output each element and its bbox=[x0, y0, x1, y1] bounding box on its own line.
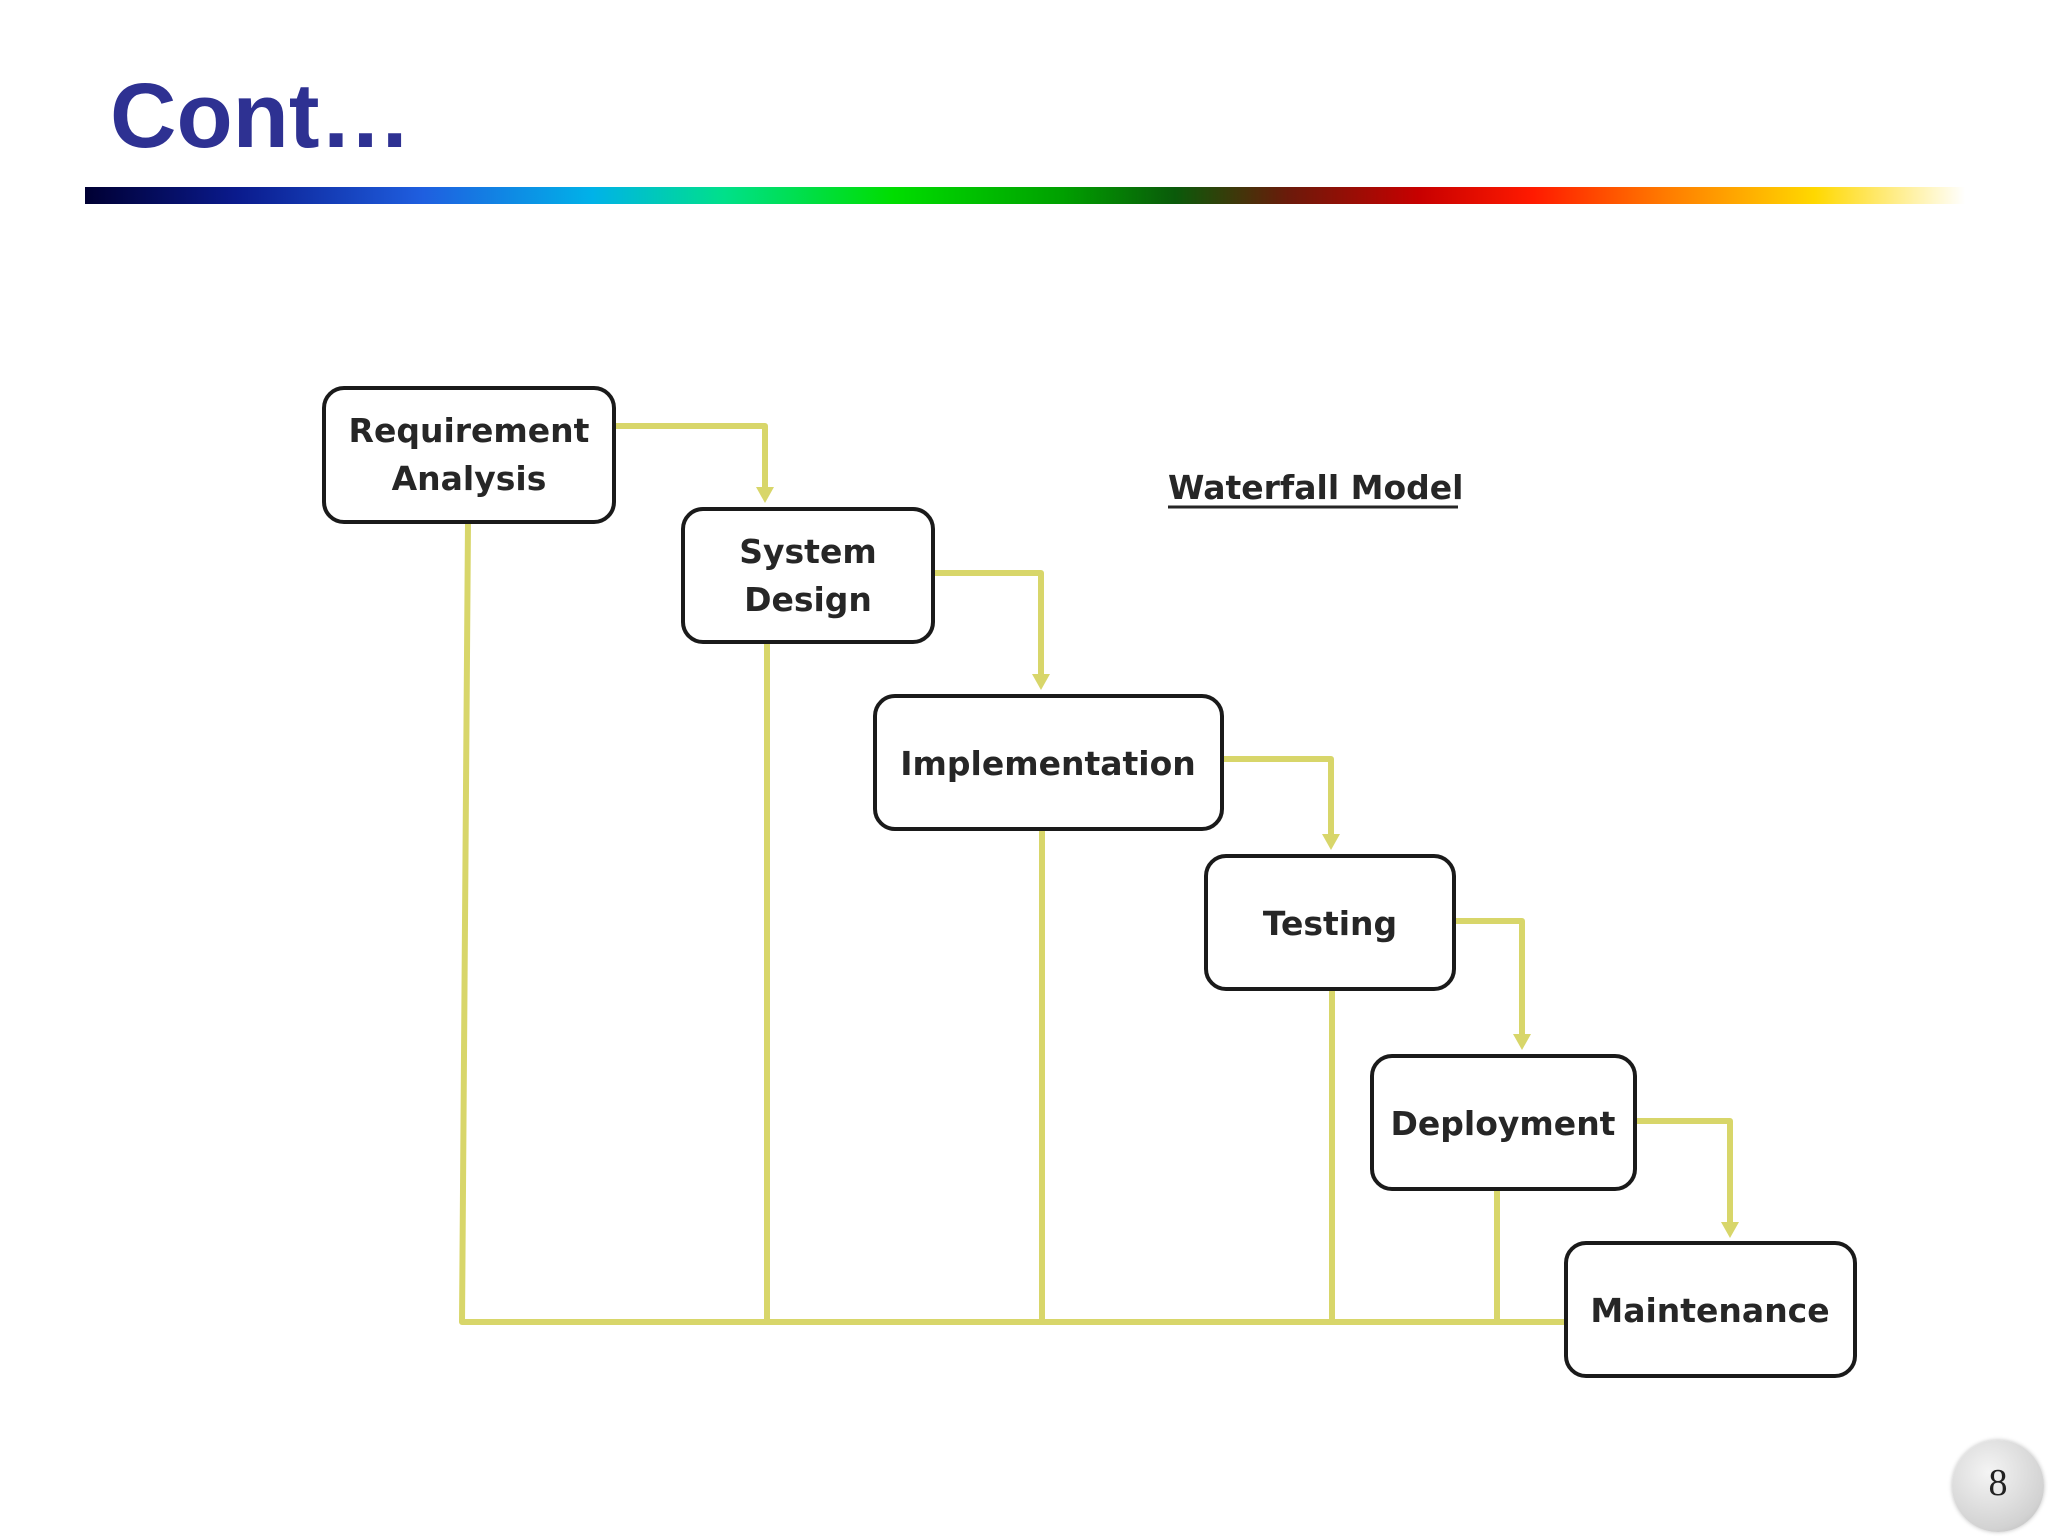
stage-label: Implementation bbox=[900, 744, 1196, 783]
stage-system-design: System Design bbox=[681, 507, 935, 644]
stage-testing: Testing bbox=[1204, 854, 1456, 991]
flow-line-3 bbox=[1222, 756, 1334, 836]
flow-connectors bbox=[614, 423, 1739, 1238]
flow-arrowhead-2 bbox=[1032, 674, 1050, 690]
page-number-badge: 8 bbox=[1952, 1440, 2044, 1532]
stage-maintenance: Maintenance bbox=[1564, 1241, 1857, 1378]
flow-arrowhead-5 bbox=[1721, 1222, 1739, 1238]
stage-label: Maintenance bbox=[1590, 1291, 1829, 1330]
stage-label: Testing bbox=[1263, 904, 1397, 943]
diagram-title: Waterfall Model bbox=[1168, 468, 1464, 507]
page-number: 8 bbox=[1988, 1462, 2008, 1504]
flow-line-5 bbox=[1635, 1118, 1733, 1224]
flow-line-1 bbox=[614, 423, 768, 489]
stage-label: Analysis bbox=[392, 459, 547, 498]
stage-deployment: Deployment bbox=[1370, 1054, 1637, 1191]
stage-label: Requirement bbox=[349, 411, 590, 450]
flow-arrowhead-3 bbox=[1322, 834, 1340, 850]
stage-label: System bbox=[739, 532, 876, 571]
flow-line-4 bbox=[1454, 918, 1525, 1036]
title-rainbow-rule bbox=[85, 187, 1965, 204]
stage-label: Deployment bbox=[1391, 1104, 1616, 1143]
flow-line-2 bbox=[933, 570, 1044, 676]
slide-title: Cont… bbox=[110, 65, 412, 167]
feedback-line-requirement bbox=[459, 521, 1566, 1325]
flow-arrowhead-1 bbox=[756, 487, 774, 503]
flow-arrowhead-4 bbox=[1513, 1034, 1531, 1050]
feedback-connectors bbox=[459, 521, 1566, 1325]
stage-implementation: Implementation bbox=[873, 694, 1224, 831]
stage-requirement-analysis: Requirement Analysis bbox=[322, 386, 616, 524]
stage-label: Design bbox=[744, 580, 872, 619]
